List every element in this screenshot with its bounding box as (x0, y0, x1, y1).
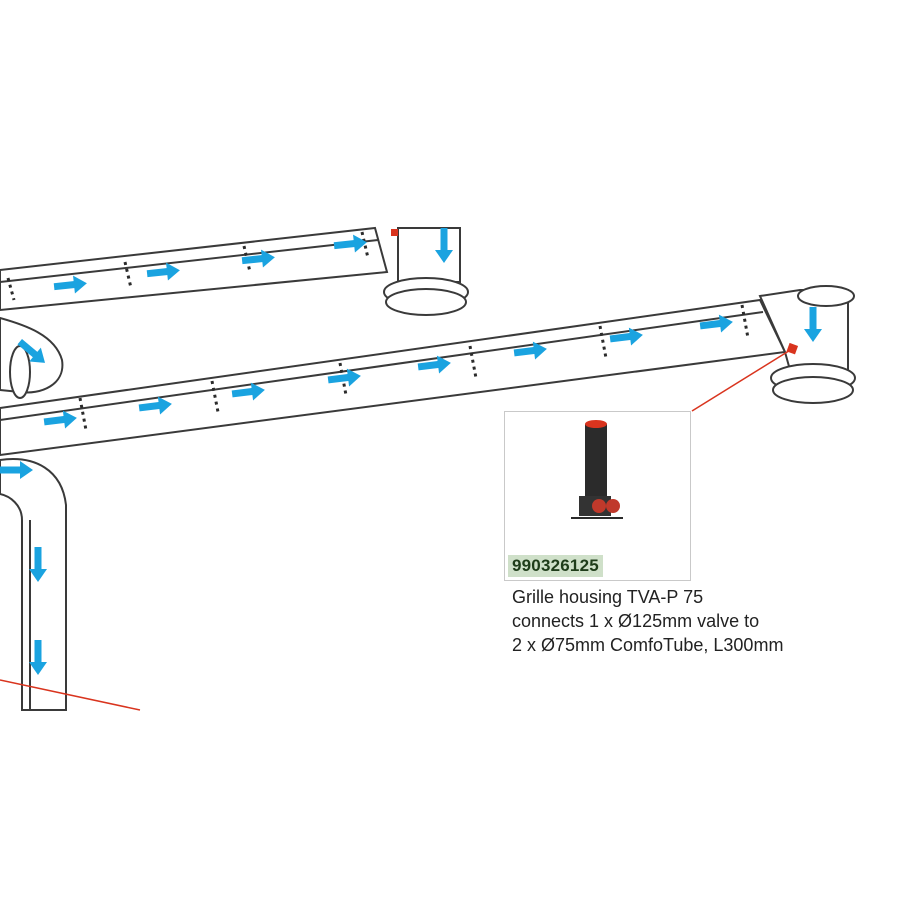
product-description: Grille housing TVA-P 75 connects 1 x Ø12… (512, 585, 872, 657)
main-outlet-elbow (758, 285, 856, 404)
description-line: Grille housing TVA-P 75 (512, 587, 704, 607)
left-branch-duct (0, 316, 64, 399)
upper-outlet-elbow (383, 227, 469, 316)
square-marker-icon (786, 342, 799, 355)
grille-housing-image (571, 420, 623, 519)
leader-line (691, 348, 793, 412)
description-line: connects 1 x Ø125mm valve to (512, 611, 760, 631)
description-line: 2 x Ø75mm ComfoTube, L300mm (512, 635, 784, 655)
left-vertical-duct (0, 458, 67, 711)
square-marker-icon (391, 229, 398, 236)
leader-line (0, 679, 141, 711)
product-code: 990326125 (508, 555, 603, 577)
upper-duct (0, 226, 389, 312)
product-image-box (504, 411, 691, 581)
